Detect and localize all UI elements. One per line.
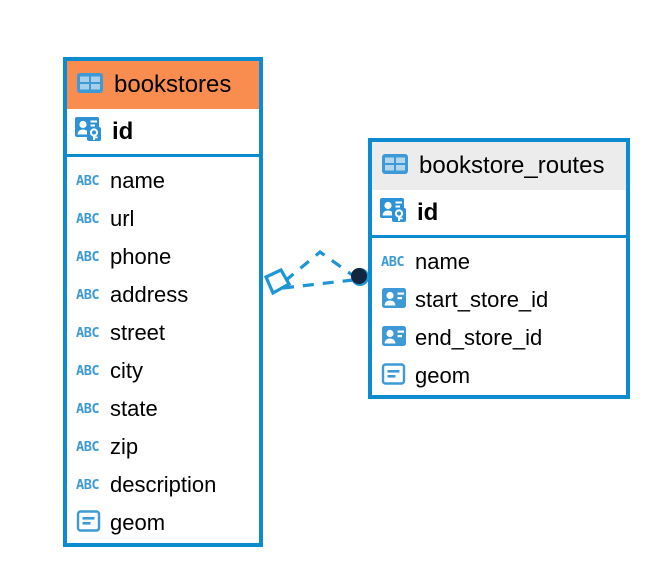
abc-text-type-icon: ABC (76, 287, 100, 303)
field-row[interactable]: ABC name (67, 162, 259, 200)
field-label: geom (110, 510, 166, 535)
entity-bookstores-primary-key-row[interactable]: id (67, 109, 259, 157)
geometry-type-icon (76, 509, 102, 538)
entity-bookstore-routes-field-list: ABC name start_store_id (372, 238, 626, 395)
field-row[interactable]: ABC phone (67, 238, 259, 276)
abc-text-type-icon: ABC (76, 401, 100, 417)
field-label: name (110, 168, 166, 193)
diamond-endpoint[interactable] (263, 267, 292, 296)
primary-key-icon (74, 115, 104, 148)
abc-text-type-icon: ABC (76, 363, 100, 379)
field-row[interactable]: ABC state (67, 390, 259, 428)
field-label: name (415, 249, 471, 274)
field-row[interactable]: ABC zip (67, 428, 259, 466)
entity-bookstores-field-list: ABC name ABC url ABC phone ABC address A… (67, 157, 259, 542)
abc-text-type-icon: ABC (76, 325, 100, 341)
field-label: address (110, 282, 189, 307)
entity-bookstore-routes-primary-key-row[interactable]: id (372, 190, 626, 238)
field-row[interactable]: ABC name (372, 243, 626, 281)
entity-bookstore-routes-title: bookstore_routes (419, 152, 605, 179)
abc-text-type-icon: ABC (76, 211, 100, 227)
field-row[interactable]: ABC street (67, 314, 259, 352)
entity-bookstores[interactable]: bookstores id ABC (63, 57, 263, 547)
entity-bookstore-routes-header[interactable]: bookstore_routes (372, 142, 626, 190)
field-row[interactable]: ABC description (67, 466, 259, 504)
field-row[interactable]: start_store_id (372, 281, 626, 319)
entity-bookstores-title: bookstores (114, 71, 232, 98)
field-row[interactable]: ABC url (67, 200, 259, 238)
field-row[interactable]: geom (67, 504, 259, 542)
entity-bookstore-routes[interactable]: bookstore_routes id ABC (368, 138, 630, 399)
field-row[interactable]: end_store_id (372, 319, 626, 357)
field-label: zip (110, 434, 139, 459)
field-label: geom (415, 363, 471, 388)
field-label: city (110, 358, 143, 383)
primary-key-icon (379, 196, 409, 229)
filled-circle-endpoint[interactable] (351, 268, 369, 286)
table-icon (76, 71, 104, 100)
abc-text-type-icon: ABC (76, 249, 100, 265)
field-row[interactable]: ABC address (67, 276, 259, 314)
foreign-key-icon (381, 286, 407, 315)
abc-text-type-icon: ABC (381, 254, 405, 270)
field-label: street (110, 320, 166, 345)
abc-text-type-icon: ABC (76, 439, 100, 455)
field-row[interactable]: ABC city (67, 352, 259, 390)
field-label: description (110, 472, 217, 497)
entity-bookstore-routes-primary-key-label: id (417, 198, 439, 226)
field-label: phone (110, 244, 172, 269)
relationship-line-upper[interactable] (283, 249, 356, 283)
field-row[interactable]: geom (372, 357, 626, 395)
field-label: state (110, 396, 158, 421)
entity-bookstores-primary-key-label: id (112, 117, 134, 145)
abc-text-type-icon: ABC (76, 477, 100, 493)
table-icon (381, 152, 409, 181)
geometry-type-icon (381, 362, 407, 391)
field-label: start_store_id (415, 287, 549, 312)
field-label: end_store_id (415, 325, 543, 350)
abc-text-type-icon: ABC (76, 173, 100, 189)
field-label: url (110, 206, 135, 231)
foreign-key-icon (381, 324, 407, 353)
relationship-line-lower[interactable] (282, 278, 354, 290)
entity-bookstores-header[interactable]: bookstores (67, 61, 259, 109)
